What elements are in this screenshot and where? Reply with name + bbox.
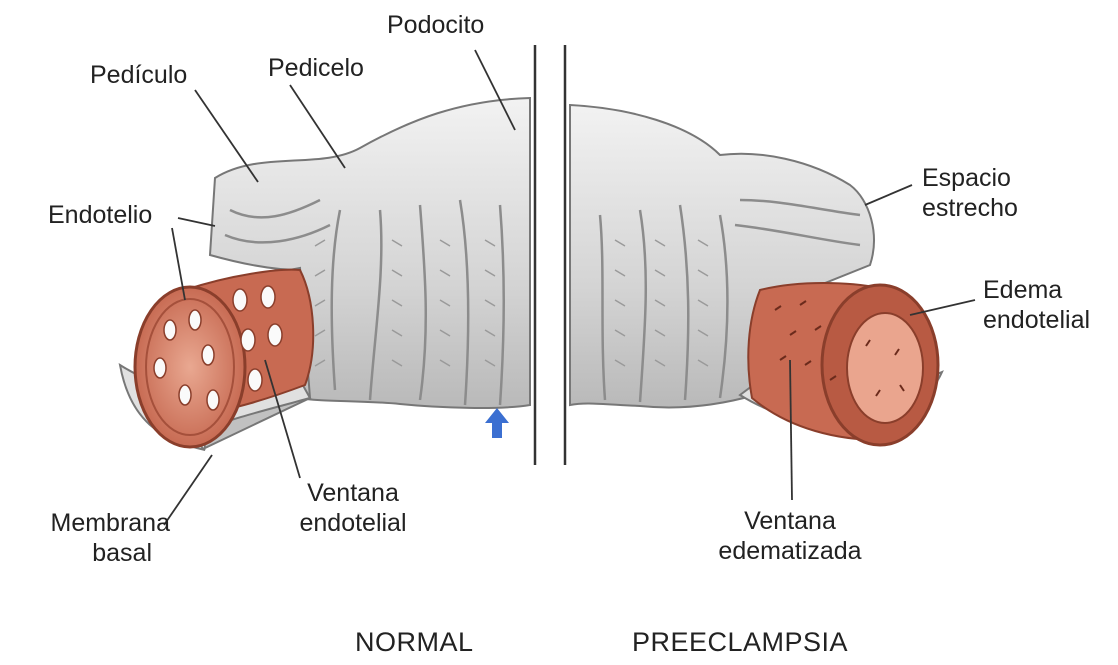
capillary-preeclampsia	[740, 283, 942, 445]
caption-preeclampsia: PREECLAMPSIA	[632, 627, 848, 657]
label-edema-endotelial: Edema endotelial	[983, 275, 1090, 335]
label-pediculo: Pedículo	[90, 60, 187, 90]
label-podocito: Podocito	[387, 10, 484, 40]
label-espacio-estrecho: Espacio estrecho	[922, 163, 1018, 223]
narrowed-lumen	[847, 313, 923, 423]
divider	[535, 45, 565, 465]
label-pedicelo: Pedicelo	[268, 53, 364, 83]
label-membrana-basal: Membrana basal	[10, 508, 170, 568]
up-arrow-icon	[485, 408, 509, 438]
label-ventana-endotelial: Ventana endotelial	[258, 478, 448, 538]
vessel-opening-normal	[135, 287, 245, 447]
label-endotelio: Endotelio	[48, 200, 152, 230]
label-ventana-edematizada: Ventana edematizada	[690, 506, 890, 566]
caption-normal: NORMAL	[355, 627, 474, 657]
